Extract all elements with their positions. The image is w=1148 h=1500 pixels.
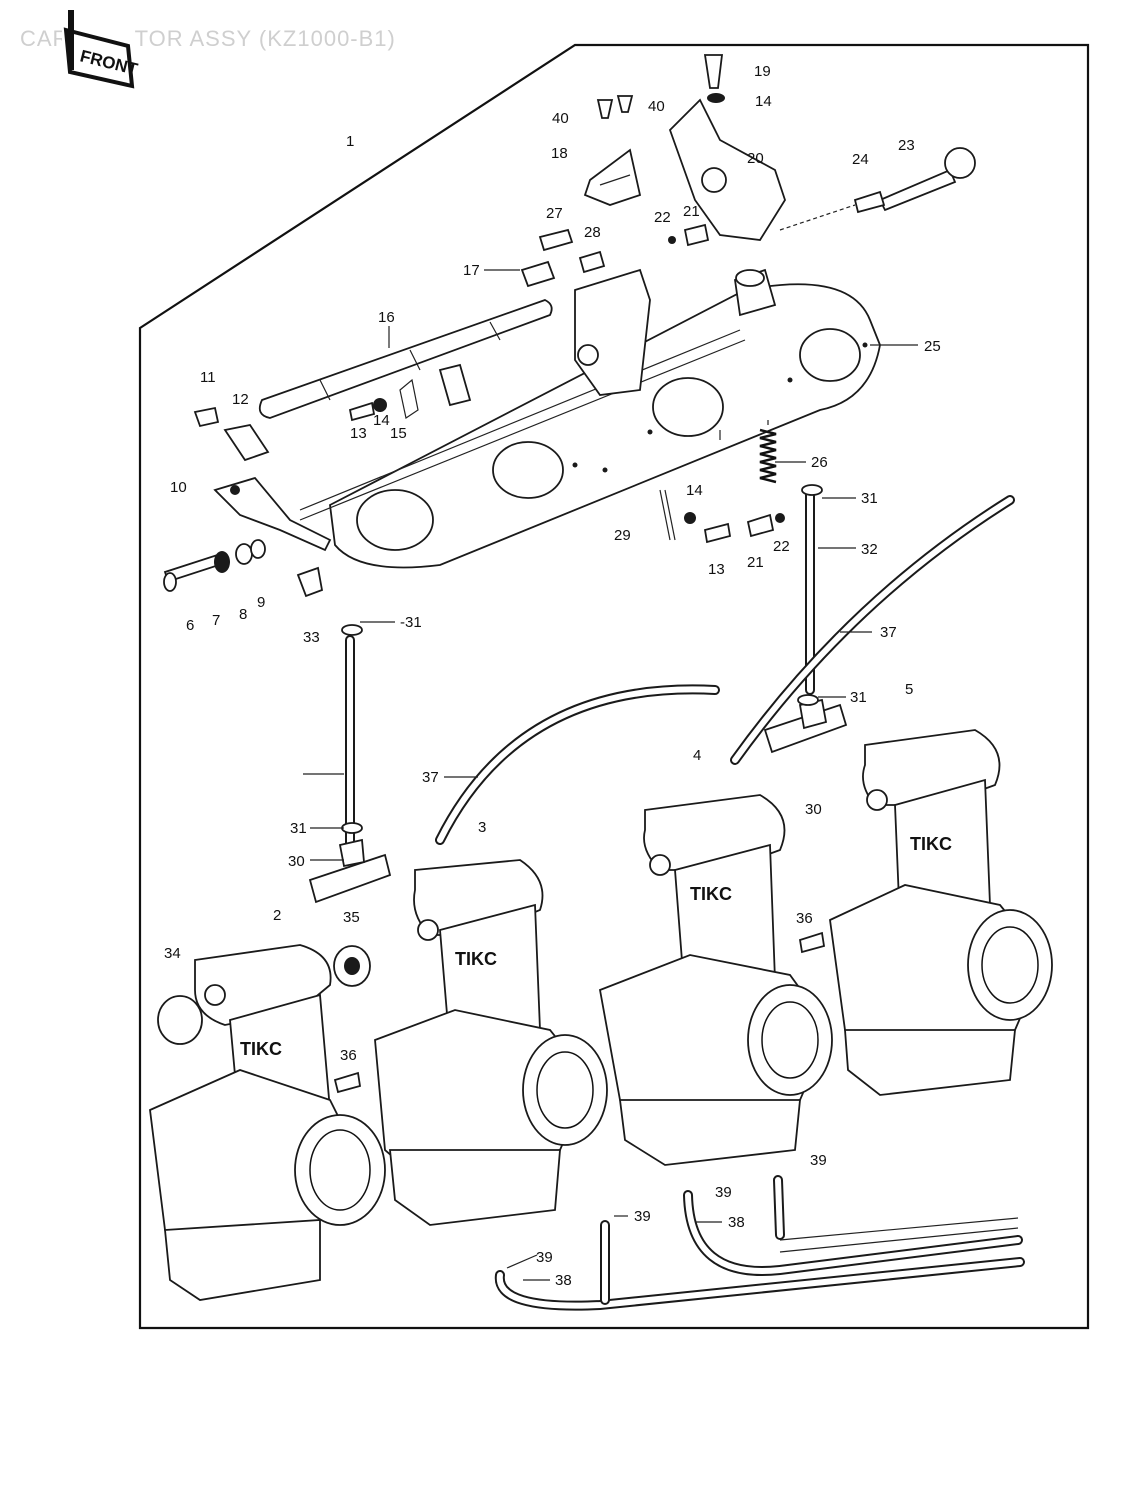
mounting-plate [329,283,881,569]
t-fitting-left [308,838,392,904]
link-29 [659,489,732,544]
callout-31-c: 31 [850,689,867,706]
callout-1: 1 [346,133,354,150]
carb-logo: TIKC [690,884,732,904]
carb-logo: TIKC [910,834,952,854]
callout-38-left: 38 [555,1272,572,1289]
callout-31-b: -31 [400,614,422,631]
carburetor-2: TIKC [149,944,386,1301]
callout-23: 23 [898,137,915,154]
callout-37-right: 37 [880,624,897,641]
callout-38-right: 38 [728,1214,745,1231]
assembly-boundary [138,43,1090,1330]
screws-40 [596,95,634,119]
callout-34: 34 [164,945,181,962]
callout-28: 28 [584,224,601,241]
callout-16: 16 [378,309,395,326]
throttle-shaft [258,299,553,419]
springs-upper [520,228,606,288]
front-direction-badge: FRONT [62,10,140,89]
cable-pulley-lever [583,148,642,206]
callout-25: 25 [924,338,941,355]
callout-40-right: 40 [648,98,665,115]
callout-14-c: 14 [755,93,772,110]
adjuster-bolt [163,539,266,592]
callout-21-upper: 21 [683,203,700,220]
callout-31-d: 31 [290,820,307,837]
return-spring [759,420,777,484]
callout-30-left: 30 [288,853,305,870]
carburetor-5: TIKC [829,729,1053,1096]
callout-17: 17 [463,262,480,279]
lever-12 [193,406,270,462]
callout-36-right: 36 [796,910,813,927]
callout-33: 33 [303,629,320,646]
callout-39-c: 39 [715,1184,732,1201]
leader-lines [303,269,918,1281]
callout-37-left: 37 [422,769,439,786]
carburetor-3: TIKC [374,859,608,1226]
callout-11: 11 [200,369,216,386]
carb-logo: TIKC [240,1039,282,1059]
callout-20: 20 [747,150,764,167]
callout-26: 26 [811,454,828,471]
callout-8: 8 [239,606,247,623]
t-fitting-right [763,698,848,754]
callout-3: 3 [478,819,486,836]
callout-14-a: 14 [373,412,390,429]
carburetor-4: TIKC [598,794,833,1166]
callout-14-b: 14 [686,482,703,499]
cable-bracket [668,98,786,241]
callout-30-right: 30 [805,801,822,818]
callout-10: 10 [170,479,187,496]
callout-9: 9 [257,594,265,611]
callout-39-a: 39 [536,1249,553,1266]
linkage-lever-center [574,268,651,396]
callout-18: 18 [551,145,568,162]
nut-21-22-lower [746,513,785,538]
idle-adjuster-screw [779,147,976,231]
linkage-rod [299,329,741,511]
callout-6: 6 [186,617,194,634]
callout-2: 2 [273,907,281,924]
callout-7: 7 [212,612,220,629]
callout-39-d: 39 [810,1152,827,1169]
callout-32: 32 [861,541,878,558]
bolt-19 [703,54,725,103]
callout-21-lower: 21 [747,554,764,571]
choke-lever [213,476,332,552]
callout-22-lower: 22 [773,538,790,555]
callout-27: 27 [546,205,563,222]
callout-31-a: 31 [861,490,878,507]
callout-4: 4 [693,747,701,764]
callout-29: 29 [614,527,631,544]
callout-5: 5 [905,681,913,698]
callout-40-left: 40 [552,110,569,127]
callout-19: 19 [754,63,771,80]
carb-logo: TIKC [455,949,497,969]
callout-13-upper: 13 [350,425,367,442]
top-cap-34 [157,945,371,1045]
callout-36-left: 36 [340,1047,357,1064]
screw-washer-set [348,363,472,422]
callout-12: 12 [232,391,249,408]
callout-15: 15 [390,425,407,442]
callout-24: 24 [852,151,869,168]
upper-bushing [734,268,777,317]
callout-35: 35 [343,909,360,926]
callout-22-upper: 22 [654,209,671,226]
joint-pins-36 [333,931,826,1094]
small-fitting-33 [296,566,324,598]
callout-13-lower: 13 [708,561,725,578]
callout-39-b: 39 [634,1208,651,1225]
nut-21-22-upper [668,223,710,247]
